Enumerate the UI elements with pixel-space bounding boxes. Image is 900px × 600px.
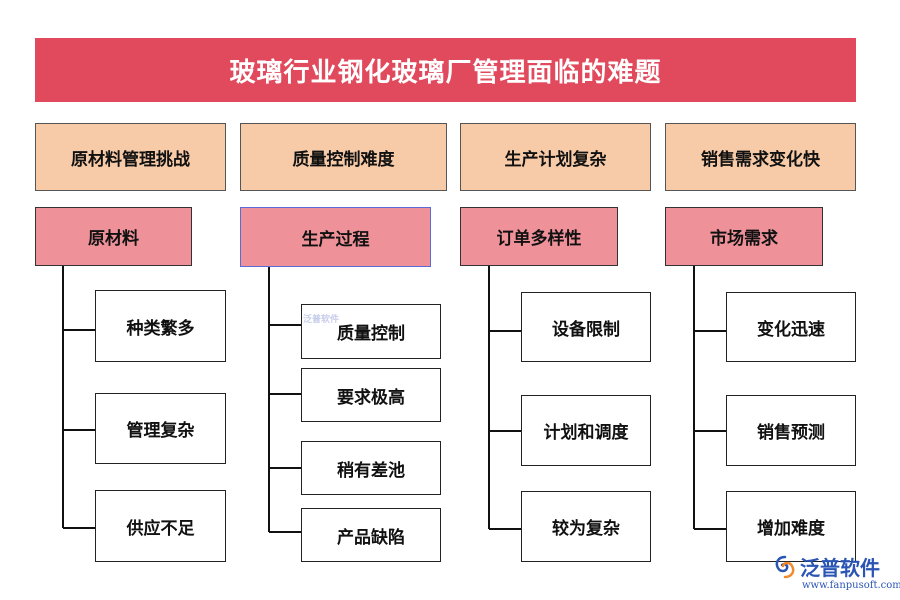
leaf-box: 销售预测 [726, 395, 856, 466]
category-box-sales: 销售需求变化快 [665, 123, 856, 191]
leaf-box: 质量控制 [301, 304, 441, 359]
leaf-box: 变化迅速 [726, 292, 856, 362]
head-box-order-diversity: 订单多样性 [460, 207, 618, 266]
leaf-box: 增加难度 [726, 491, 856, 562]
leaf-box: 要求极高 [301, 368, 441, 422]
leaf-box: 计划和调度 [521, 395, 651, 466]
category-box-quality: 质量控制难度 [240, 123, 447, 191]
head-box-production-process: 生产过程 [240, 207, 431, 267]
leaf-box: 设备限制 [521, 292, 651, 362]
leaf-box: 管理复杂 [95, 393, 226, 464]
watermark-text: 泛普软件 [303, 315, 340, 325]
leaf-box: 较为复杂 [521, 491, 651, 562]
logo-url: www.fanpusoft.com [802, 580, 900, 591]
diagram-title: 玻璃行业钢化玻璃厂管理面临的难题 [35, 38, 856, 102]
leaf-box: 种类繁多 [95, 290, 226, 362]
logo-name: 泛普软件 [800, 556, 880, 580]
leaf-box: 稍有差池 [301, 441, 441, 495]
leaf-box: 产品缺陷 [301, 508, 441, 562]
brand-logo: 泛普软件 www.fanpusoft.com [772, 552, 900, 596]
head-box-raw-materials: 原材料 [35, 207, 192, 266]
logo-swirl-icon [775, 555, 795, 579]
head-box-market-demand: 市场需求 [665, 207, 823, 266]
category-box-planning: 生产计划复杂 [460, 123, 651, 191]
category-box-raw-materials: 原材料管理挑战 [35, 123, 226, 191]
leaf-box: 供应不足 [95, 490, 226, 562]
